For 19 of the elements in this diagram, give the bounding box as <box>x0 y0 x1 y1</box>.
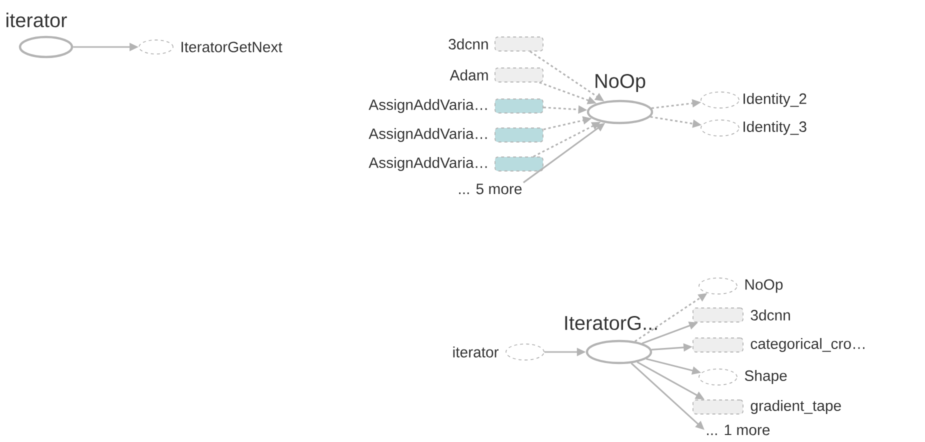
node-label: 3dcnn <box>448 38 488 50</box>
node-label: categorical_cro… <box>750 338 864 352</box>
node-label: AssignAddVaria… <box>368 128 487 142</box>
node-label: AssignAddVaria… <box>368 157 487 171</box>
node-label: AssignAddVaria… <box>368 99 487 113</box>
node-label: NoOp <box>745 279 783 293</box>
node-label: Adam <box>450 70 488 80</box>
node-title: NoOp <box>596 74 646 92</box>
node-label: Shape <box>744 370 787 384</box>
node-label: IteratorGetNext <box>182 42 282 52</box>
node-label: 3dcnn <box>750 310 790 320</box>
node-title: IteratorG... <box>565 316 657 330</box>
node-label: ... 5 more <box>459 184 522 194</box>
node-label: iterator <box>453 346 499 358</box>
node-label: gradient_tape <box>750 400 841 414</box>
node-label: Identity_3 <box>744 121 806 135</box>
node-label: ... 1 more <box>707 424 770 436</box>
node-title: iterator <box>6 12 67 28</box>
node-label: Identity_2 <box>744 93 806 107</box>
